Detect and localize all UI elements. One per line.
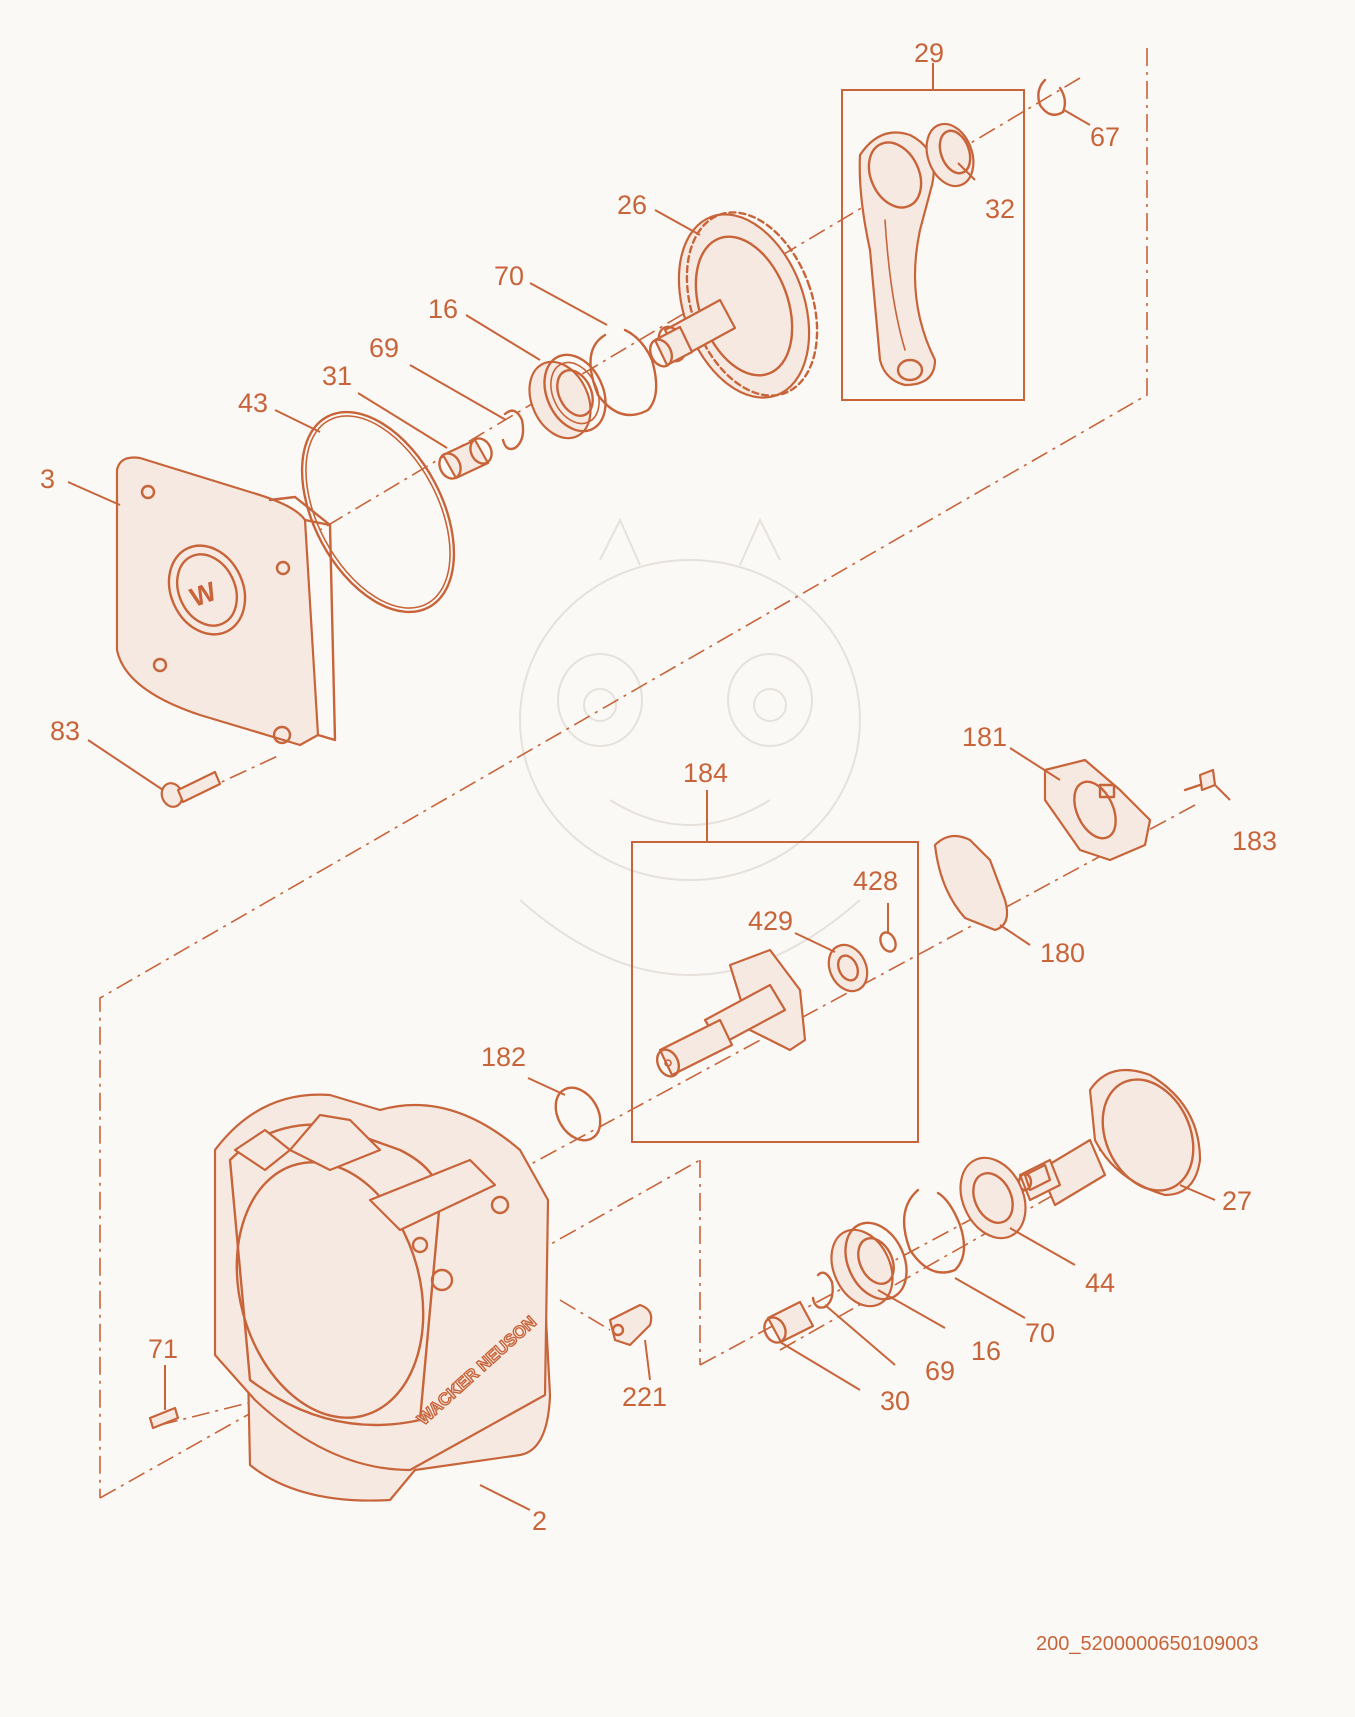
part-184-shaft-assembly [655, 948, 807, 1078]
callout-181: 181 [962, 722, 1007, 752]
part-221-clamp [608, 1303, 653, 1347]
callout-16-top: 16 [428, 294, 458, 324]
callout-180: 180 [1040, 938, 1085, 968]
part-26-gear [648, 211, 819, 399]
part-83-screw [160, 770, 222, 808]
callout-69-top: 69 [369, 333, 399, 363]
callout-43: 43 [238, 388, 268, 418]
callout-3: 3 [40, 464, 55, 494]
part-181-bracket [1043, 758, 1152, 862]
part-3-cover-plate: W [115, 456, 337, 747]
callout-83: 83 [50, 716, 80, 746]
part-428-ring [879, 931, 897, 953]
part-27-clutch-drum [1017, 1068, 1202, 1207]
callout-30: 30 [880, 1386, 910, 1416]
callout-29: 29 [914, 38, 944, 68]
part-43-o-ring-inner [305, 415, 451, 609]
part-69-circlip [501, 409, 525, 451]
part-2-housing: WACKER NEUSON [213, 1093, 552, 1502]
part-180-gasket [933, 834, 1009, 932]
callout-70-top: 70 [494, 261, 524, 291]
part-70-snap-ring-bottom [902, 1188, 966, 1274]
callout-16-bottom: 16 [971, 1336, 1001, 1366]
part-183-screw [1183, 768, 1217, 792]
part-182-o-ring [554, 1086, 602, 1142]
kit-box-184 [631, 841, 919, 1143]
callout-221: 221 [622, 1382, 667, 1412]
part-16-ball-bearing-bottom [830, 1221, 908, 1308]
callout-31: 31 [322, 361, 352, 391]
part-30-needle-bearing [763, 1300, 815, 1344]
part-43-o-ring [300, 410, 456, 614]
part-31-needle-bearing [438, 437, 493, 480]
callout-2: 2 [532, 1506, 547, 1536]
callout-26: 26 [617, 190, 647, 220]
part-29-connecting-rod [858, 131, 937, 387]
callout-27: 27 [1222, 1186, 1252, 1216]
drawing-number: 200_5200000650109003 [1036, 1633, 1258, 1655]
part-69-circlip-bottom [811, 1271, 834, 1309]
callout-44: 44 [1085, 1268, 1115, 1298]
leader-lines [67, 63, 1231, 1511]
callout-67: 67 [1090, 122, 1120, 152]
callout-182: 182 [481, 1042, 526, 1072]
part-71-pin [148, 1406, 180, 1430]
part-429-seal [827, 943, 869, 993]
callout-429: 429 [748, 906, 793, 936]
background-watermark [519, 517, 861, 976]
callout-70-bottom: 70 [1025, 1318, 1055, 1348]
callout-183: 183 [1232, 826, 1277, 856]
callout-71: 71 [148, 1334, 178, 1364]
part-44-seal-ring [959, 1156, 1027, 1240]
callout-428: 428 [853, 866, 898, 896]
callout-184: 184 [683, 758, 728, 788]
part-32-needle-cage [925, 122, 975, 188]
callout-69-bottom: 69 [925, 1356, 955, 1386]
callout-labels: 29 67 32 26 70 16 69 31 43 3 83 181 183 … [40, 38, 1277, 1536]
callout-32: 32 [985, 194, 1015, 224]
part-70-snap-ring-top [589, 328, 658, 417]
part-16-ball-bearing-top [528, 353, 607, 440]
part-67-circlip [1037, 78, 1067, 116]
